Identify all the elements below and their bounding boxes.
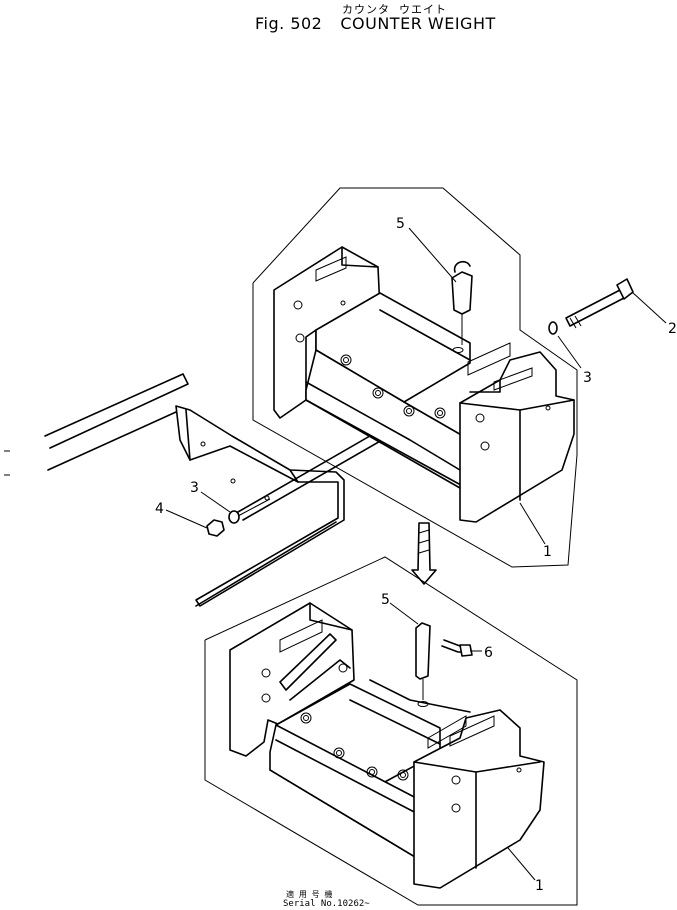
mounting-bolt: [565, 278, 634, 329]
title-kana-weight: ウエイト: [399, 3, 447, 16]
figure-title: Fig. 502 COUNTER WEIGHT: [255, 14, 514, 33]
title-kana-counter: カウンタ: [342, 3, 390, 16]
top-counterweight: [273, 246, 575, 523]
leader-lines: [165, 227, 667, 881]
bottom-counterweight: [229, 602, 545, 889]
callout-bottom-weight: 1: [535, 878, 544, 894]
callout-bottom-clip: 6: [484, 645, 493, 661]
top-group-outline: [252, 187, 578, 568]
figure-name: COUNTER WEIGHT: [340, 14, 496, 33]
top-lock-pin: [451, 260, 473, 353]
callout-top-weight: 1: [543, 544, 552, 560]
downward-arrow: [411, 522, 437, 585]
serial-applicability-label: 適 用 号 機: [286, 890, 333, 899]
callout-top-bolt: 2: [668, 321, 677, 337]
callout-top-nut: 4: [155, 501, 164, 517]
callout-bottom-pin: 5: [381, 592, 390, 608]
callout-top-pin: 5: [396, 216, 405, 232]
callout-top-washer-right: 3: [583, 370, 592, 386]
serial-number: Serial No.10262~: [283, 899, 370, 909]
bottom-group-outline: [204, 556, 578, 906]
callout-top-washer-left: 3: [190, 480, 199, 496]
washer-right: [548, 321, 558, 335]
bottom-lock-pin: [415, 622, 431, 707]
washer-left-and-nut: [206, 498, 271, 537]
retaining-clip: [441, 639, 473, 657]
figure-number: Fig. 502: [255, 14, 323, 33]
